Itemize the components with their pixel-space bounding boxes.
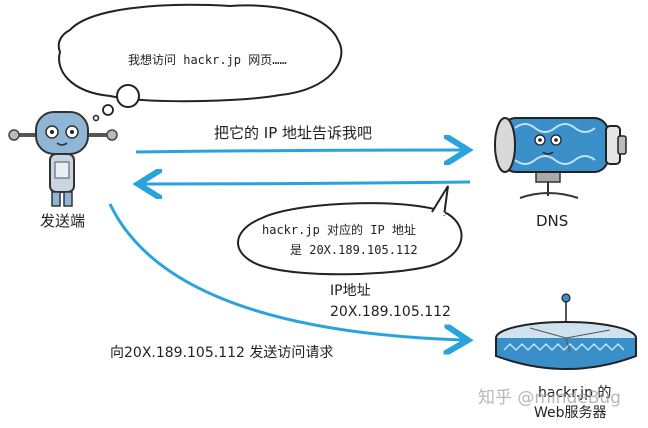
- dns-server-icon: [494, 117, 627, 199]
- arrow-client-to-server: [108, 203, 462, 340]
- arrows: [108, 150, 471, 340]
- client-robot-icon: [8, 111, 118, 207]
- watermark: 知乎 @mindeBug: [478, 388, 621, 408]
- ip-heading: IP地址: [330, 283, 371, 299]
- thought-bubble-text: 我想访问 hackr.jp 网页……: [128, 53, 287, 67]
- thought-bubble: [57, 3, 343, 122]
- server-label-line1: hackr.jp 的: [538, 385, 612, 401]
- arrow-dns-to-client: [144, 182, 471, 184]
- web-server-icon: [495, 293, 637, 370]
- ip-value: 20X.189.105.112: [330, 304, 451, 320]
- arrow-client-to-dns: [135, 150, 462, 152]
- dns-reply-line2: 是 20X.189.105.112: [290, 243, 418, 257]
- send-request-label: 向20X.189.105.112 发送访问请求: [110, 345, 334, 361]
- dns-reply-line1: hackr.jp 对应的 IP 地址: [262, 223, 416, 237]
- ask-ip-label: 把它的 IP 地址告诉我吧: [214, 124, 373, 142]
- server-label-line2: Web服务器: [534, 405, 607, 421]
- dns-label: DNS: [536, 212, 569, 230]
- client-label: 发送端: [40, 212, 86, 230]
- dns-reply-bubble: [237, 185, 463, 276]
